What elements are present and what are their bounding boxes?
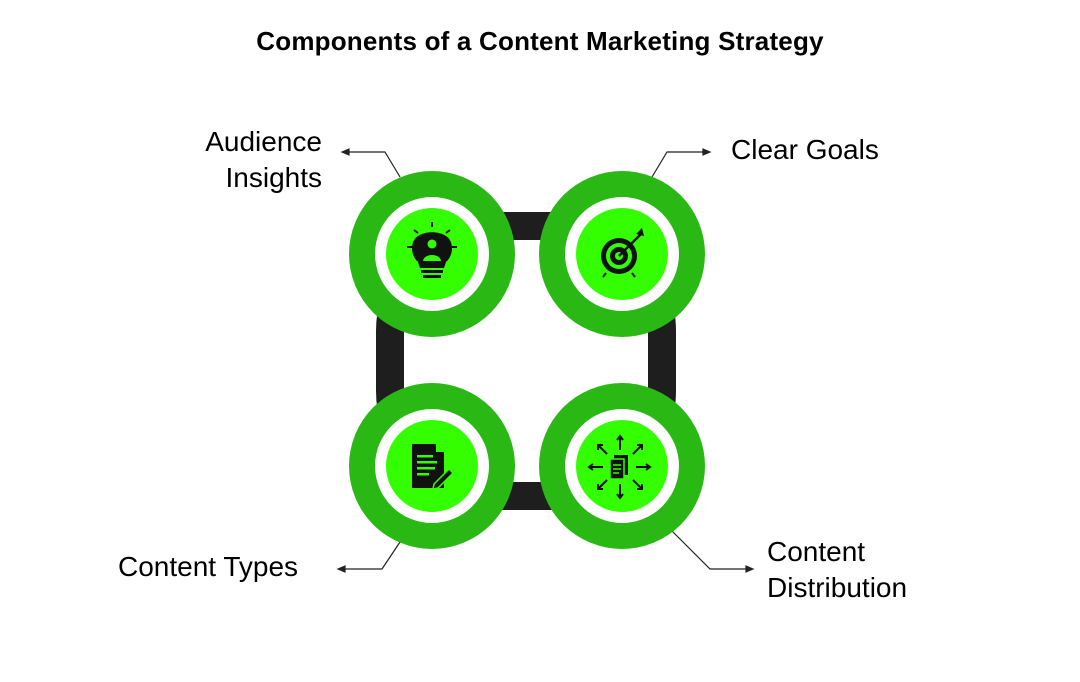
callout-line-goals — [651, 151, 705, 178]
label-clear-goals: Clear Goals — [731, 132, 879, 168]
node-content-types — [349, 383, 515, 549]
label-line: Distribution — [767, 572, 908, 603]
node-content-distribution — [539, 383, 705, 549]
label-line: Insights — [225, 162, 323, 193]
callout-line-audience — [347, 151, 401, 178]
node-clear-goals — [539, 171, 705, 337]
distribution-arrows-icon — [587, 434, 652, 500]
label-content-distribution: Content Distribution — [767, 534, 907, 606]
callout-line-types — [343, 541, 401, 570]
target-icon — [601, 228, 644, 278]
label-audience-insights: Audience Insights — [150, 124, 322, 196]
callout-line-distribution — [671, 530, 748, 570]
callout-arrow-distribution — [745, 565, 755, 573]
label-line: Content — [767, 536, 866, 567]
connector-ring — [376, 212, 676, 510]
callout-arrow-goals — [702, 148, 712, 156]
label-line: Audience — [205, 126, 322, 157]
label-line: Content Types — [118, 551, 299, 582]
label-content-types: Content Types — [118, 549, 298, 585]
callout-lines — [336, 148, 755, 573]
lightbulb-user-icon — [407, 222, 457, 278]
document-edit-icon — [412, 444, 455, 490]
callout-arrow-types — [336, 565, 346, 573]
diagram-title: Components of a Content Marketing Strate… — [256, 26, 824, 56]
label-line: Clear Goals — [731, 134, 879, 165]
callout-arrow-audience — [340, 148, 350, 156]
node-audience-insights — [349, 171, 515, 337]
